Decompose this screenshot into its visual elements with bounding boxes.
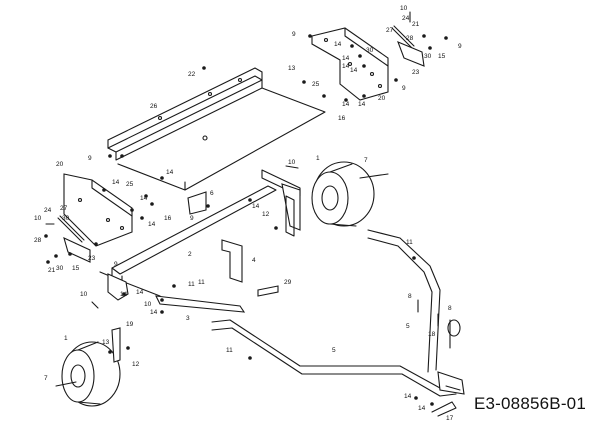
axle-assembly-right — [261, 169, 301, 237]
strut-bar — [155, 295, 246, 313]
callout-label: 10 — [34, 215, 42, 222]
spring-lever-right — [391, 25, 425, 67]
callout-label: 14 — [342, 63, 350, 70]
callout-label: 20 — [56, 161, 64, 168]
callout-label: 2 — [188, 251, 192, 258]
hitch-tongue — [211, 229, 465, 397]
callout-label: 15 — [438, 53, 446, 60]
callout-label: 25 — [312, 81, 320, 88]
callout-label: 14 — [120, 291, 128, 298]
callout-label: 9 — [88, 155, 92, 162]
wheel-left — [61, 341, 121, 407]
callout-label: 14 — [418, 405, 426, 412]
callout-label: 12 — [262, 211, 270, 218]
hitch-pin — [447, 319, 461, 349]
side-plate-left — [63, 173, 133, 247]
callout-label: 23 — [88, 255, 96, 262]
frame-rail — [99, 185, 277, 297]
callout-label: 17 — [446, 415, 454, 422]
side-plate-right — [311, 27, 389, 101]
callout-label: 14 — [150, 309, 158, 316]
callout-label: 14 — [404, 393, 412, 400]
callout-label: 29 — [284, 279, 292, 286]
callout-label: 5 — [406, 323, 410, 330]
fasteners — [44, 34, 448, 406]
spring-lever-left — [57, 215, 91, 263]
callout-label: 4 — [252, 257, 256, 264]
bolts — [45, 11, 439, 387]
axle-post-left — [111, 327, 121, 363]
callout-label: 6 — [210, 190, 214, 197]
callout-label: 10 — [80, 291, 88, 298]
callout-label: 24 — [44, 207, 52, 214]
callout-label: 14 — [148, 221, 156, 228]
callout-label: 27 — [386, 27, 394, 34]
callout-label: 10 — [144, 301, 152, 308]
callout-label: 11 — [406, 239, 413, 246]
diagram-code: E3-08856B-01 — [473, 394, 586, 413]
callout-label: 16 — [338, 115, 346, 122]
callout-label: 9 — [190, 215, 194, 222]
callout-label: 13 — [102, 339, 110, 346]
callout-label: 24 — [402, 15, 410, 22]
center-bracket — [221, 239, 243, 283]
deflector-bar — [107, 67, 326, 191]
callout-label: 14 — [342, 55, 350, 62]
callout-label: 7 — [364, 157, 368, 164]
wheel-right — [311, 161, 375, 227]
callout-label: 9 — [114, 261, 118, 268]
callout-label: 28 — [406, 35, 414, 42]
callout-label: 27 — [60, 205, 68, 212]
callout-label: 15 — [72, 265, 80, 272]
hairpin-clip — [431, 401, 457, 417]
callout-label: 14 — [136, 289, 144, 296]
callout-label: 30 — [56, 265, 64, 272]
callout-label: 8 — [408, 293, 412, 300]
hanger-bracket — [187, 191, 207, 215]
callout-label: 14 — [140, 195, 148, 202]
callout-label: 14 — [166, 169, 174, 176]
callout-label: 18 — [428, 331, 436, 338]
callout-label: 9 — [292, 31, 296, 38]
callout-label: 30 — [424, 53, 432, 60]
callout-label: 25 — [126, 181, 134, 188]
callout-label: 5 — [332, 347, 336, 354]
callout-label: 22 — [188, 71, 196, 78]
callout-label: 30 — [62, 215, 70, 222]
callout-label: 11 — [188, 281, 195, 288]
callout-label: 30 — [366, 47, 374, 54]
callout-label: 3 — [186, 315, 190, 322]
callout-label: 1 — [64, 335, 68, 342]
callout-label: 14 — [334, 41, 342, 48]
callout-label: 26 — [150, 103, 158, 110]
callout-label: 7 — [44, 375, 48, 382]
callout-label: 19 — [126, 321, 134, 328]
callout-label: 14 — [112, 179, 120, 186]
callout-label: 14 — [350, 67, 358, 74]
callout-label: 10 — [288, 159, 296, 166]
callout-label: 10 — [400, 5, 408, 12]
callout-label: 9 — [458, 43, 462, 50]
callout-label: 9 — [402, 85, 406, 92]
callout-label: 1 — [316, 155, 320, 162]
callout-label: 23 — [412, 69, 420, 76]
callout-label: 16 — [164, 215, 172, 222]
callout-label: 11 — [226, 347, 233, 354]
callout-label: 14 — [358, 101, 366, 108]
callout-label: 21 — [412, 21, 420, 28]
grip-cover — [257, 285, 279, 297]
callout-label: 13 — [288, 65, 296, 72]
callout-label: 8 — [448, 305, 452, 312]
callout-label: 14 — [342, 101, 350, 108]
callout-label: 21 — [48, 267, 56, 274]
callout-label: 11 — [198, 279, 205, 286]
callout-label: 12 — [132, 361, 140, 368]
callout-label: 20 — [378, 95, 386, 102]
callout-label: 28 — [34, 237, 42, 244]
callout-label: 14 — [252, 203, 260, 210]
